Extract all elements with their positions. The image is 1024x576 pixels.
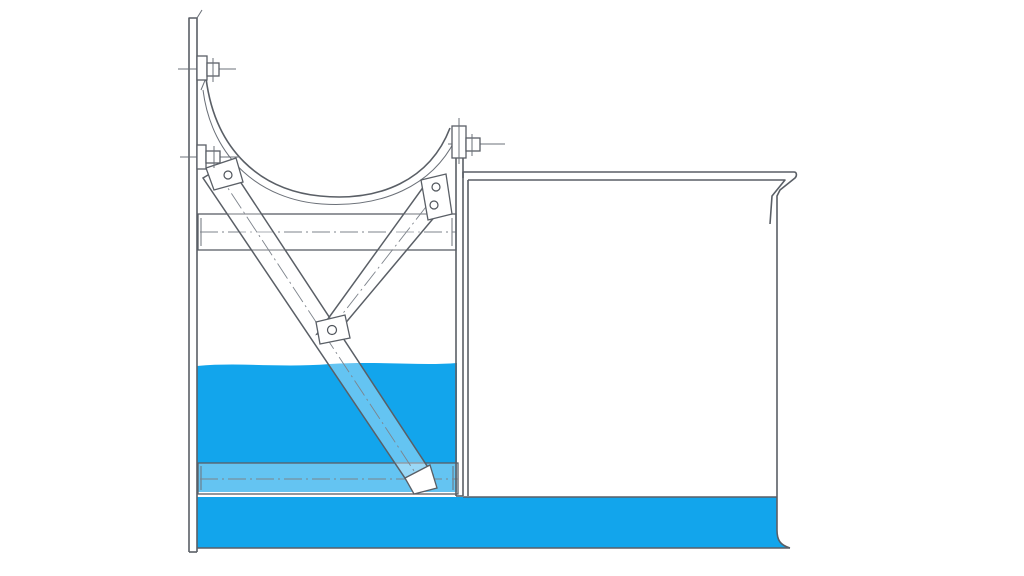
pivot-lower <box>326 324 338 336</box>
bolt-upper-left <box>178 55 236 82</box>
right-tank <box>462 171 798 549</box>
pivot-upper-right-a <box>431 182 441 192</box>
bolt-mid-left <box>180 144 240 170</box>
bolt-right <box>448 118 505 164</box>
left-wall <box>188 9 790 553</box>
water-bottom-channel <box>197 497 790 548</box>
center-divider <box>455 130 464 497</box>
pivot-upper-right-b <box>429 200 439 210</box>
diagonal-strut-short <box>315 173 453 345</box>
pivot-upper-left <box>223 170 233 180</box>
